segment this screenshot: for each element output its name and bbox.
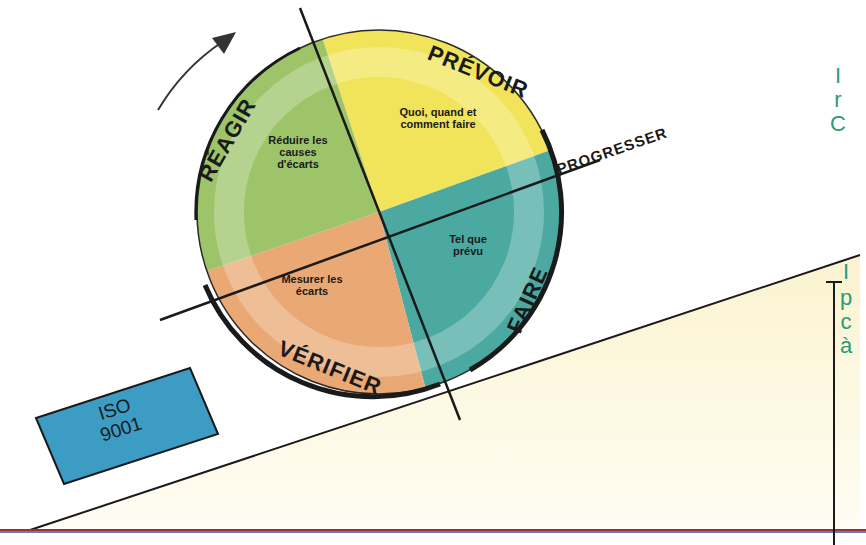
quadrant-heading: RÉAGIR <box>195 94 262 185</box>
cut-text-fragment: r <box>834 87 841 113</box>
cut-text-fragment: c <box>841 309 852 335</box>
slope-label: PROGRESSER <box>554 123 669 177</box>
cut-text-fragment: I <box>835 63 841 89</box>
block-label: ISO 9001 <box>83 391 153 449</box>
quadrant-heading: FAIRE <box>503 263 553 337</box>
cut-text-fragment: p <box>840 285 852 311</box>
quadrant-body: Quoi, quand et comment faire <box>392 106 484 130</box>
quadrant-body: Tel que prévu <box>439 233 497 257</box>
cut-text-fragment: C <box>830 111 846 137</box>
quadrant-body: Réduire les causes d'écarts <box>258 134 338 170</box>
quadrant-heading: VÉRIFIER <box>275 336 386 399</box>
quadrant-heading: PRÉVOIR <box>424 41 531 103</box>
quadrant-body: Mesurer les écarts <box>279 273 345 297</box>
cut-text-fragment: I <box>843 259 849 285</box>
iso-wedge <box>36 368 218 484</box>
cut-text-fragment: à <box>840 333 852 359</box>
